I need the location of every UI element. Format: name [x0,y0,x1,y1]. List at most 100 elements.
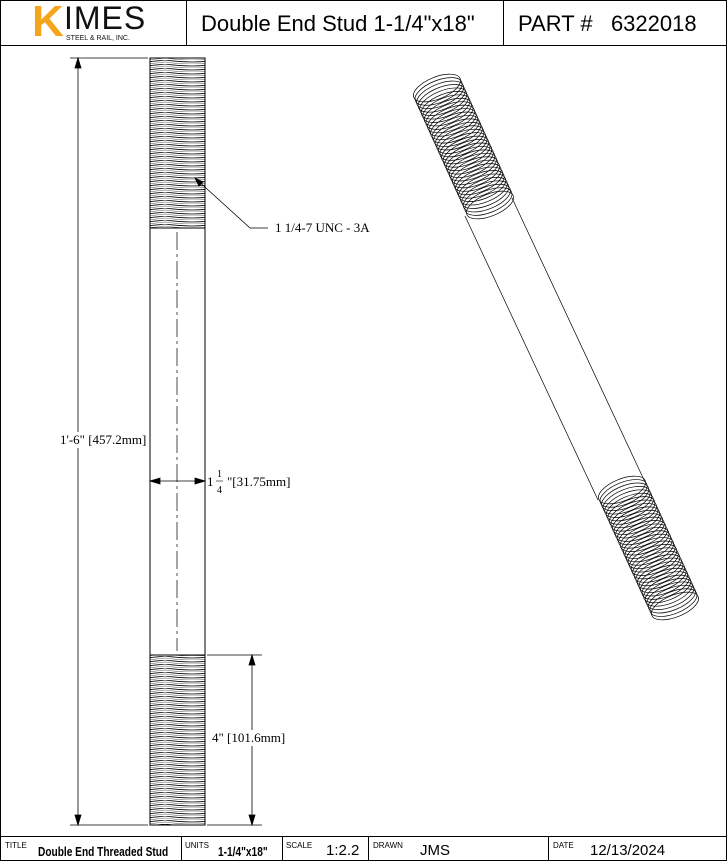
thread-ring [598,475,646,505]
thread-ring [616,516,665,546]
dia-rest: "[31.75mm] [227,474,290,489]
thread-ring [644,578,693,607]
thread-ring [624,533,673,563]
thread-ring [613,509,662,539]
thread-length-dim: 4" [101.6mm] [212,730,285,745]
thread-ring [424,97,472,127]
thread-ring [438,128,486,158]
thread-ring [651,591,699,621]
part-value: 6322018 [610,11,697,36]
thread-ring [452,159,500,189]
thread-ring [422,94,471,123]
thread-ring [441,135,489,165]
dia-whole: 1 [207,474,214,489]
overall-length-dim: 1'-6" [457.2mm] [60,432,146,447]
thread-ring [647,584,696,614]
divider [186,0,187,45]
thread-ring [458,173,507,202]
thread-ring [428,108,477,137]
thread-ring [416,80,465,110]
thread-ring [629,544,678,573]
scale-label: SCALE [286,841,313,850]
thread-ring [623,530,671,559]
thread-ring [637,561,685,590]
thread-ring [453,163,502,192]
thread-ring [419,87,468,116]
thread-ring [640,567,688,597]
thread-ring [434,121,483,151]
dia-den: 4 [217,485,222,496]
shaft-edge [464,215,599,501]
thread-ring [447,149,496,178]
title-label: TITLE [5,841,27,850]
thread-ring [635,557,684,587]
logo-k: K [32,0,64,46]
thread-ring [605,492,654,522]
drawn-value: JMS [420,842,450,859]
thread-ring [444,142,493,172]
thread-ring [420,91,469,120]
shaft [149,227,206,656]
thread-ring [633,554,682,583]
thread-ring [643,574,692,604]
thread-ring [621,526,670,556]
kimes-logo: K IMES STEEL & RAIL, INC. [30,0,170,46]
thread-ring [459,177,508,206]
thread-ring [456,170,505,199]
thread-ring [417,84,466,113]
date-label: DATE [553,841,574,850]
thread-ring [615,513,664,542]
units-label: UNITS [185,841,209,850]
thread-ring [433,118,482,147]
title-block: TITLE Double End Threaded Stud UNITS 1-1… [0,836,727,861]
thread-ring [425,101,474,130]
thread-ring [413,73,461,103]
thread-ring [610,503,659,532]
thread-ring [609,499,657,529]
thread-ring [641,571,690,600]
thread-ring [601,482,650,512]
thread-ring [630,547,679,576]
units-value: 1-1/4"x18" [218,844,268,859]
thread-ring [462,183,511,213]
thread-ring [627,540,676,570]
thread-ring [619,523,668,552]
divider [503,0,504,45]
thread-ring [466,190,514,220]
title-header [0,0,727,46]
part-number: PART # 6322018 [518,12,697,36]
thread-ring [618,520,667,549]
thread-ring [427,104,475,134]
thread-ring [431,115,480,144]
thread-ring [455,166,503,196]
thread-ring [414,77,463,106]
scale-value: 1:2.2 [326,842,360,859]
thread-callout: 1 1/4-7 UNC - 3A [275,220,370,235]
thread-ring [602,486,651,515]
top-thread [149,57,206,229]
logo-subtitle: STEEL & RAIL, INC. [66,35,130,42]
thread-ring [439,132,488,161]
thread-ring [445,146,494,175]
thread-ring [430,111,479,141]
thread-ring [442,139,491,168]
bottom-thread [149,654,206,826]
drawing-title: Double End Stud 1-1/4"x18" [201,11,475,36]
thread-ring [638,564,687,593]
logo-text: IMES [64,0,147,36]
thread-ring [632,550,681,580]
front-view-stud [149,57,206,826]
diameter-dim: 1 1 4 "[31.75mm] [207,469,290,496]
part-label: PART # [518,11,593,36]
shaft-edge [511,197,646,483]
thread-ring [604,489,653,518]
dia-num: 1 [217,469,222,480]
thread-ring [599,479,648,508]
thread-ring [450,156,499,185]
drawn-label: DRAWN [373,841,403,850]
thread-ring [461,180,510,209]
thread-ring [448,152,497,182]
thread-ring [626,537,674,566]
